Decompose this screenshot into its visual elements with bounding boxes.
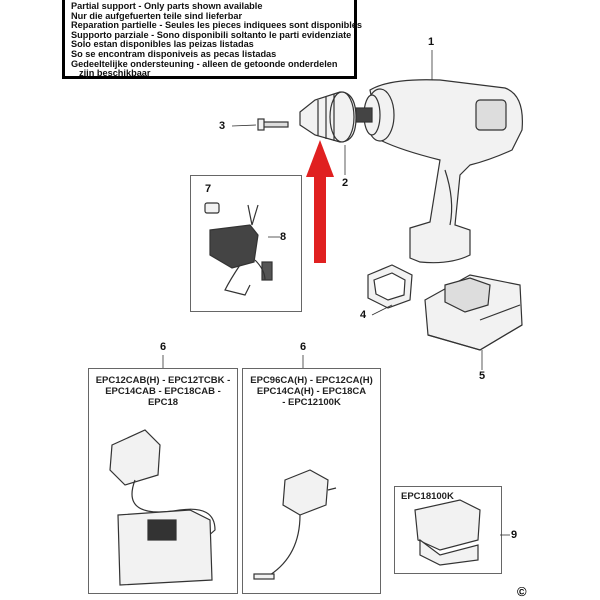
partial-support-notice: Partial support - Only parts shown avail… (62, 0, 363, 79)
switch-assembly (204, 202, 273, 296)
leader-lines (162, 50, 510, 536)
notice-line: Supporto parziale - Sono disponibili sol… (71, 29, 352, 40)
battery-clip (367, 264, 413, 309)
battery-pack (424, 274, 523, 351)
part-number-1: 1 (428, 36, 435, 48)
plug-charger (253, 469, 337, 580)
drill-body (355, 79, 523, 264)
notice-line: Solo estan disponibles las peizas listad… (71, 39, 254, 50)
charger-models-line: EPC14CAB - EPC18CAB - EPC18 (105, 386, 221, 408)
chuck (299, 91, 357, 143)
carry-case (414, 499, 481, 566)
part-number-6: 6 (160, 341, 167, 353)
notice-line: Partial support - Only parts shown avail… (71, 1, 263, 11)
charger-models-line: EPC96CA(H) - EPC12CA(H) (250, 375, 373, 386)
part-number-9: 9 (511, 529, 518, 541)
notice-line: Nur die aufgefuerten teile sind lieferba… (71, 10, 243, 21)
charger-models-line: EPC14CA(H) - EPC18CA (256, 386, 367, 397)
charger-models-line: - EPC12100K (282, 397, 341, 408)
part-number-7: 7 (205, 183, 212, 195)
part-number-2: 2 (342, 177, 349, 189)
notice-line: Reparation partielle - Seules les pieces… (71, 20, 363, 31)
charger-base-with-adapter (109, 429, 216, 586)
notice-line: zijn beschikbaar (79, 68, 151, 79)
part-number-3: 3 (219, 120, 226, 132)
part-number-5: 5 (479, 370, 486, 382)
red-arrow-indicator (306, 140, 334, 263)
case-model: EPC18100K (401, 491, 454, 502)
charger-models-line: EPC12CAB(H) - EPC12TCBK - (95, 375, 231, 386)
notice-line: Gedeeltelijke ondersteuning - alleen de … (71, 58, 338, 69)
copyright-symbol: © (517, 584, 527, 599)
part-number-4: 4 (360, 309, 367, 321)
part-number-6: 6 (300, 341, 307, 353)
part-number-8: 8 (280, 231, 287, 243)
screw (257, 118, 289, 131)
notice-line: So se encontram disponiveis as pecas lis… (71, 48, 277, 59)
